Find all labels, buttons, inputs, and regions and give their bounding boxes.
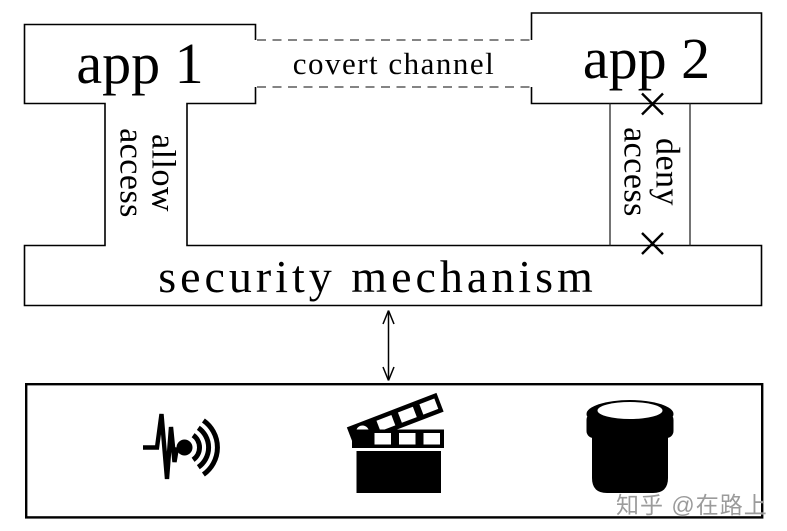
- resources-box-outline: [25, 383, 764, 519]
- deny-channel-lines: [609, 103, 691, 246]
- bidirectional-arrow: [382, 310, 395, 381]
- deny-cross-bottom-icon: [641, 232, 664, 255]
- covert-channel-label: covert channel: [292, 45, 496, 81]
- security-mechanism-text: security mechanism: [158, 250, 597, 302]
- security-mechanism-label: security mechanism: [25, 246, 762, 306]
- database-icon: [586, 400, 674, 493]
- audio-signal-icon: [143, 413, 220, 480]
- film-clapperboard-icon: [346, 392, 444, 493]
- app2-box-outline: [530, 12, 763, 105]
- app2-label: app 2: [582, 25, 711, 91]
- deny-cross-top-icon: [641, 92, 664, 116]
- watermark: 知乎 @在路上: [616, 492, 768, 518]
- app1-box-outline: [23, 23, 763, 307]
- allow-access-label: allow access: [112, 128, 182, 218]
- deny-access-label: deny access: [616, 127, 686, 217]
- app1-label: app 1: [76, 31, 204, 96]
